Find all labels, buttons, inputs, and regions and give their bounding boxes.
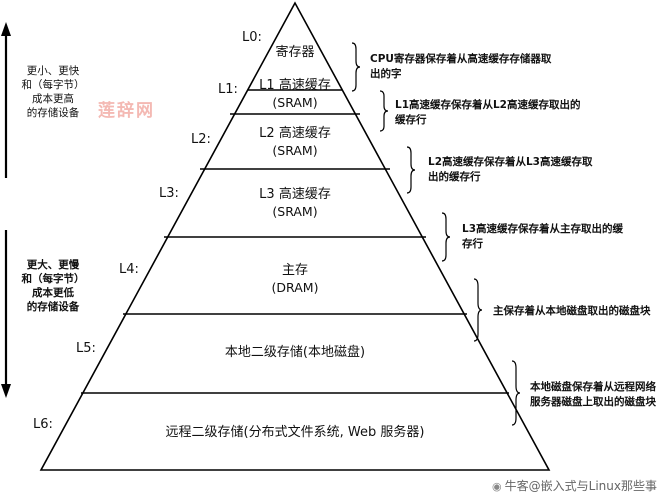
note-line: 服务器磁盘上取出的磁盘块: [530, 396, 656, 408]
side-note-top: 更小、更快 和（每字节） 成本更高 的存储设备: [12, 64, 94, 120]
tier-main-memory: 主存 (DRAM): [165, 262, 425, 296]
tier-title: L1 高速缓存: [259, 78, 331, 93]
level-label-l1: L1:: [218, 82, 238, 97]
note-line: 出的字: [370, 68, 402, 80]
brace: [351, 42, 361, 92]
level-label-l6: L6:: [33, 417, 53, 432]
side-line: 和（每字节）: [21, 79, 85, 91]
tier-remote-storage: 远程二级存储(分布式文件系统, Web 服务器): [85, 424, 505, 441]
tier-subtitle: (DRAM): [271, 280, 319, 295]
note-line: 主保存着从本地磁盘取出的磁盘块: [493, 305, 651, 317]
tier-l1-cache: L1 高速缓存 (SRAM): [225, 77, 365, 111]
footer-attribution: ◉牛客@嵌入式与Linux那些事: [492, 477, 657, 494]
note-line: L3高速缓存保存着从主存取出的缓: [462, 223, 623, 235]
note-l1: L1高速缓存保存着从L2高速缓存取出的 缓存行: [395, 98, 581, 128]
level-label-l4: L4:: [119, 262, 139, 277]
tier-subtitle: (SRAM): [272, 204, 318, 219]
note-line: L2高速缓存保存着从L3高速缓存取: [428, 156, 593, 168]
brace: [441, 212, 451, 262]
side-line: 的存储设备: [26, 107, 80, 119]
side-line: 的存储设备: [26, 301, 80, 313]
footer-text: 牛客@嵌入式与Linux那些事: [504, 479, 657, 493]
tier-title: 本地二级存储(本地磁盘): [224, 345, 366, 360]
side-line: 成本更高: [32, 93, 74, 105]
brace: [379, 90, 389, 132]
note-line: 本地磁盘保存着从远程网络: [530, 381, 656, 393]
arrow-up-icon: [1, 22, 11, 36]
tier-title: 寄存器: [275, 45, 315, 60]
tier-subtitle: (SRAM): [272, 143, 318, 158]
level-label-l0: L0:: [242, 30, 262, 45]
note-line: 存行: [462, 238, 483, 250]
note-registers: CPU寄存器保存着从高速缓存存储器取 出的字: [370, 52, 551, 82]
tier-title: 主存: [281, 263, 308, 278]
level-label-l2: L2:: [191, 132, 211, 147]
tier-title: L3 高速缓存: [259, 187, 331, 202]
brace: [406, 146, 416, 194]
note-line: L1高速缓存保存着从L2高速缓存取出的: [395, 99, 581, 111]
tier-l3-cache: L3 高速缓存 (SRAM): [185, 186, 405, 220]
tier-title: 远程二级存储(分布式文件系统, Web 服务器): [165, 425, 425, 440]
note-line: CPU寄存器保存着从高速缓存存储器取: [370, 53, 552, 65]
note-main-memory: 主保存着从本地磁盘取出的磁盘块: [493, 304, 651, 319]
note-local-disk: 本地磁盘保存着从远程网络 服务器磁盘上取出的磁盘块: [530, 380, 656, 410]
level-label-l5: L5:: [76, 341, 96, 356]
level-label-l3: L3:: [159, 186, 179, 201]
side-note-bottom: 更大、更慢 和（每字节） 成本更低 的存储设备: [12, 258, 94, 314]
note-line: 缓存行: [395, 114, 427, 126]
niuke-logo-icon: ◉: [492, 480, 502, 493]
tier-local-storage: 本地二级存储(本地磁盘): [125, 344, 465, 361]
side-line: 更大、更慢: [26, 259, 80, 271]
arrow-down-icon: [1, 384, 11, 398]
tier-registers: 寄存器: [245, 44, 345, 61]
note-line: 出的缓存行: [428, 171, 481, 183]
brace: [473, 278, 483, 342]
tier-l2-cache: L2 高速缓存 (SRAM): [205, 125, 385, 159]
side-line: 和（每字节）: [21, 273, 85, 285]
side-line: 更小、更快: [26, 65, 80, 77]
watermark-logo: 莲辞网: [98, 101, 155, 121]
brace: [511, 360, 521, 426]
side-line: 成本更低: [32, 287, 74, 299]
tier-subtitle: (SRAM): [272, 95, 318, 110]
note-l2: L2高速缓存保存着从L3高速缓存取 出的缓存行: [428, 155, 593, 185]
tier-title: L2 高速缓存: [259, 126, 331, 141]
note-l3: L3高速缓存保存着从主存取出的缓 存行: [462, 222, 623, 252]
